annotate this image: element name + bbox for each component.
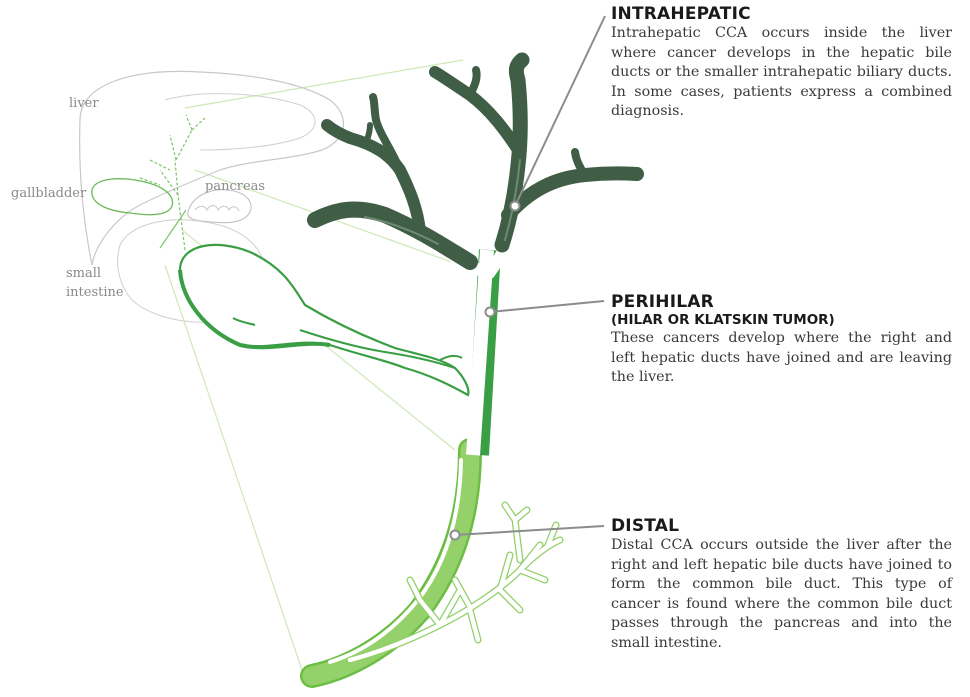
marker-perihilar <box>486 308 495 317</box>
label-gallbladder: gallbladder <box>11 186 87 201</box>
perihilar-subtitle: (HILAR OR KLATSKIN TUMOR) <box>611 312 952 329</box>
label-small: small <box>66 266 101 281</box>
intrahepatic-section: INTRAHEPATIC Intrahepatic CCA occurs ins… <box>611 4 952 122</box>
distal-section: DISTAL Distal CCA occurs outside the liv… <box>611 516 952 654</box>
pancreas-texture <box>195 206 239 212</box>
label-pancreas: pancreas <box>205 179 265 194</box>
intrahepatic-highlights <box>365 160 520 244</box>
distal-title: DISTAL <box>611 516 952 536</box>
perihilar-section: PERIHILAR (HILAR OR KLATSKIN TUMOR) Thes… <box>611 292 952 388</box>
distal-duct <box>312 450 470 676</box>
label-intestine: intestine <box>66 285 124 300</box>
marker-distal <box>451 531 460 540</box>
intrahepatic-ducts <box>315 60 637 262</box>
perihilar-duct <box>455 243 507 455</box>
gallbladder-large <box>180 245 468 395</box>
intrahepatic-text: Intrahepatic CCA occurs inside the liver… <box>611 24 952 122</box>
perihilar-text: These cancers develop where the right an… <box>611 329 952 388</box>
label-liver: liver <box>69 96 99 111</box>
marker-intrahepatic <box>511 202 520 211</box>
pancreas-shape <box>188 190 251 223</box>
leader-distal <box>455 526 604 535</box>
liver-outline <box>80 71 344 265</box>
leader-perihilar <box>490 301 604 312</box>
intrahepatic-title: INTRAHEPATIC <box>611 4 952 24</box>
liver-lobe <box>165 94 315 150</box>
distal-text: Distal CCA occurs outside the liver afte… <box>611 536 952 654</box>
perihilar-title: PERIHILAR <box>611 292 952 312</box>
